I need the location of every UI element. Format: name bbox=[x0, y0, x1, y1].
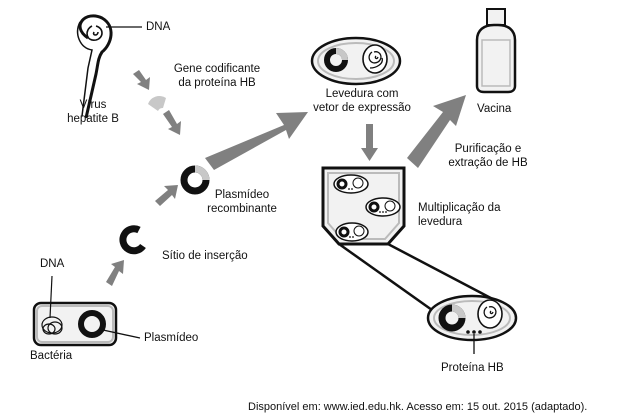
multiplication-box bbox=[321, 166, 507, 312]
arrow-plasmid-to-insertion bbox=[106, 260, 124, 286]
mini-yeast-2 bbox=[365, 197, 401, 217]
gene-label-line1: Gene codificante bbox=[173, 63, 261, 75]
plasmid-pointer bbox=[102, 329, 141, 339]
virus-label-line2: hepatite B bbox=[67, 113, 119, 125]
dna-bacteria-label: DNA bbox=[40, 258, 65, 270]
open-plasmid-icon bbox=[119, 225, 146, 255]
gene-fragment-icon bbox=[148, 95, 166, 111]
arrow-multiplication-to-vaccine bbox=[407, 95, 466, 168]
plasmid-label: Plasmídeo bbox=[144, 332, 199, 344]
bacteria-icon bbox=[32, 275, 141, 347]
yeast-label-line1: Levedura com bbox=[325, 88, 399, 100]
process-arrows bbox=[106, 70, 466, 286]
mini-yeast-1 bbox=[333, 174, 369, 194]
protein-hb-label: Proteína HB bbox=[441, 362, 504, 374]
virus-icon bbox=[76, 14, 142, 119]
arrow-yeast-to-multiplication bbox=[361, 124, 378, 161]
bacteria-label: Bactéria bbox=[30, 350, 73, 362]
arrow-insertion-to-recomb bbox=[155, 185, 178, 206]
arrow-gene-to-plasmid bbox=[163, 110, 181, 135]
recombinant-plasmid-icon bbox=[180, 165, 210, 195]
arrow-recomb-to-yeast bbox=[205, 112, 308, 170]
yeast-cell-icon bbox=[310, 36, 402, 86]
mini-yeast-3 bbox=[335, 222, 369, 242]
plasmid-recombinant-label-line1: Plasmídeo bbox=[214, 189, 270, 201]
dna-bacteria-pointer bbox=[49, 275, 53, 319]
plasmid-icon bbox=[78, 310, 106, 338]
multiplication-label-line1: Multiplicação da bbox=[418, 202, 501, 214]
gene-label-line2: da proteína HB bbox=[178, 77, 256, 89]
vaccine-bottle-icon bbox=[475, 8, 517, 94]
source-caption: Disponível em: www.ied.edu.hk. Acesso em… bbox=[248, 401, 588, 413]
purification-label-line2: extração de HB bbox=[448, 157, 528, 169]
arrow-virus-to-gene bbox=[133, 70, 150, 90]
multiplication-label-line2: levedura bbox=[418, 216, 463, 228]
insertion-site-label: Sítio de inserção bbox=[162, 250, 248, 262]
yeast-label-line2: vetor de expressão bbox=[313, 102, 411, 114]
dna-virus-label: DNA bbox=[146, 21, 171, 33]
enlarged-yeast-icon bbox=[426, 294, 518, 354]
vaccine-label: Vacina bbox=[477, 103, 512, 115]
purification-label-line1: Purificação e bbox=[454, 143, 522, 155]
virus-label-line1: Vírus bbox=[79, 99, 107, 111]
plasmid-recombinant-label-line2: recombinante bbox=[207, 203, 277, 215]
